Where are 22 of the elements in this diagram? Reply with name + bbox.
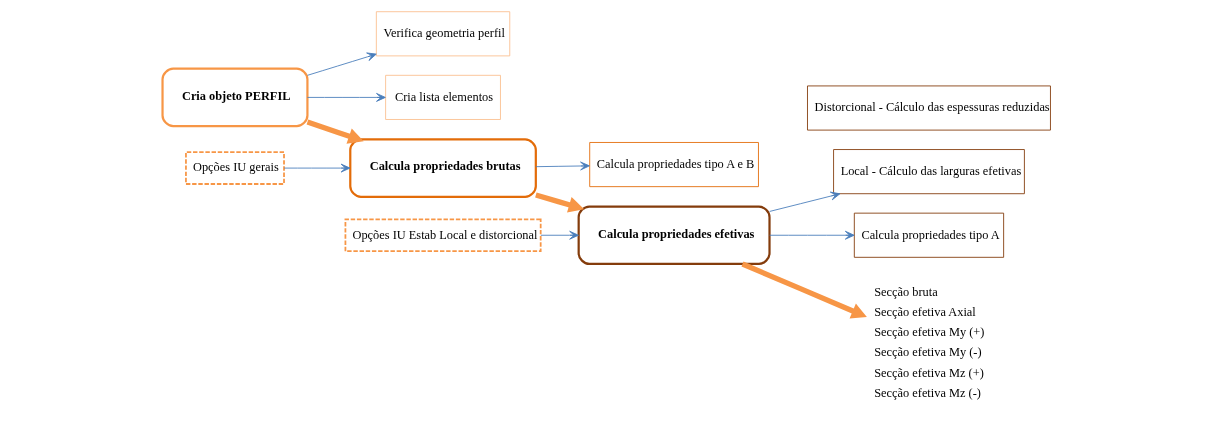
arrow [540,230,579,240]
arrow [741,261,867,319]
arrow [769,230,855,240]
node-box: Calcula propriedades tipo A e B [589,142,759,188]
node-text: Secção bruta Secção efetiva Axial Secção efetiva My (+) Secção efetiva My (-) Secção efetiva Mz (+) Secção efetiva Mz (-) [874,284,985,401]
node-box: Opções IU Estab Local e distorcional [344,218,542,253]
arrow [535,192,585,213]
arrow [307,52,377,76]
arrow [769,191,841,212]
node-box: Calcula propriedades tipo A [853,212,1005,258]
node-box: Verifica geometria perfil [375,11,511,57]
node-box: Cria lista elementos [385,74,501,120]
node-box: Opções IU gerais [185,151,285,185]
node-box: Calcula propriedades brutas [349,138,537,198]
arrow [283,163,351,173]
arrow [535,161,590,171]
node-box: Calcula propriedades efetivas [577,205,771,266]
arrow [306,119,364,144]
arrow [307,93,386,102]
node-box: Distorcional - Cálculo das espessuras reduzidas [807,85,1051,131]
node-box: Local - Cálculo das larguras efetivas [833,149,1025,195]
node-box: Cria objeto PERFIL [161,67,309,128]
